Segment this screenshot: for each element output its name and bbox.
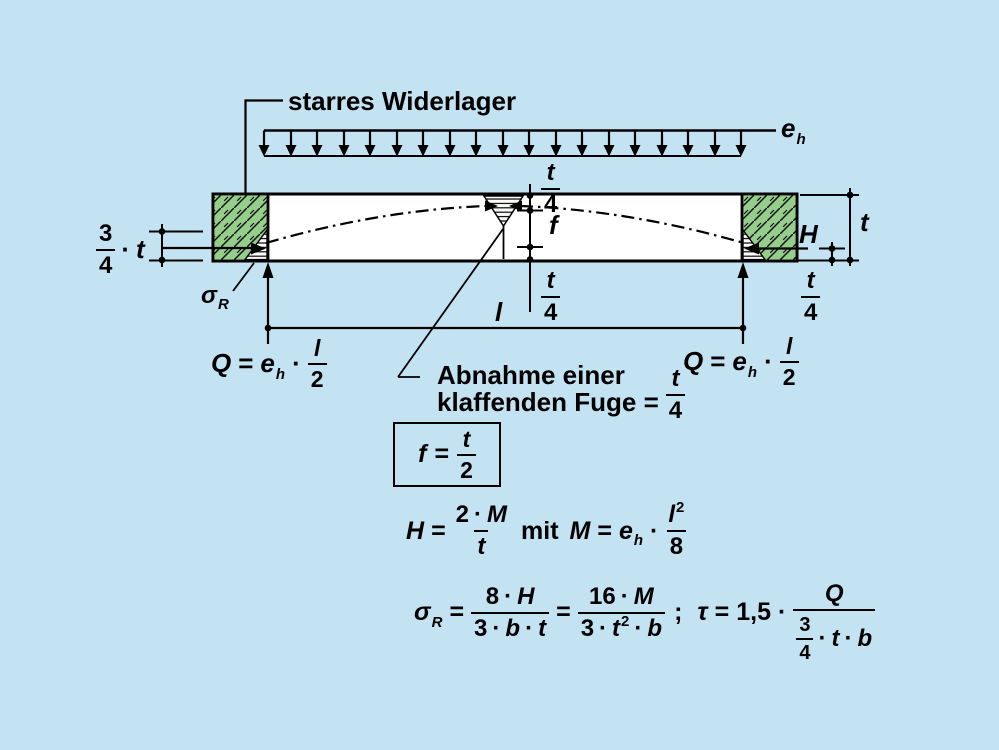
center-dimension [517, 184, 543, 312]
three-quarter-mini-fraction: 3 4 [796, 614, 814, 664]
thickness-label: t [860, 207, 869, 237]
quarter-right-label: t 4 [801, 268, 821, 326]
left-offset-label: 3 4 · t [96, 221, 145, 279]
sigma-fraction-1: 8 · H 3 · b · t [471, 584, 550, 642]
distributed-load [257, 129, 776, 158]
sigma-leader-line [232, 262, 255, 292]
right-dimension [797, 188, 859, 266]
camber-label: f [549, 210, 558, 240]
abutment-label: starres Widerlager [288, 86, 517, 116]
left-reaction-arrow [262, 262, 274, 344]
right-reaction-arrow [737, 262, 749, 344]
quarter-bottom-label: t 4 [541, 268, 561, 326]
camber-formula-box: f = t 2 [393, 422, 501, 487]
gap-note-leader [397, 228, 504, 378]
thrust-line-curve [265, 200, 745, 245]
thrust-fraction: 2 · M t [455, 501, 508, 560]
left-offset-dimension [149, 224, 203, 267]
span-label: l [495, 297, 503, 327]
gap-note: Abnahme einer klaffenden Fuge = t 4 [437, 354, 686, 424]
shear-fraction: Q 3 4 · t · b [793, 581, 876, 665]
right-thrust-arrow [744, 242, 808, 255]
thrust-label: H [799, 219, 818, 249]
quarter-top-label: t 4 [541, 160, 561, 218]
left-thrust-arrow [163, 242, 266, 255]
three-quarter-fraction: 3 4 [96, 221, 116, 279]
gap-joint-triangle [482, 195, 525, 228]
abutment-leader-line [244, 99, 283, 193]
